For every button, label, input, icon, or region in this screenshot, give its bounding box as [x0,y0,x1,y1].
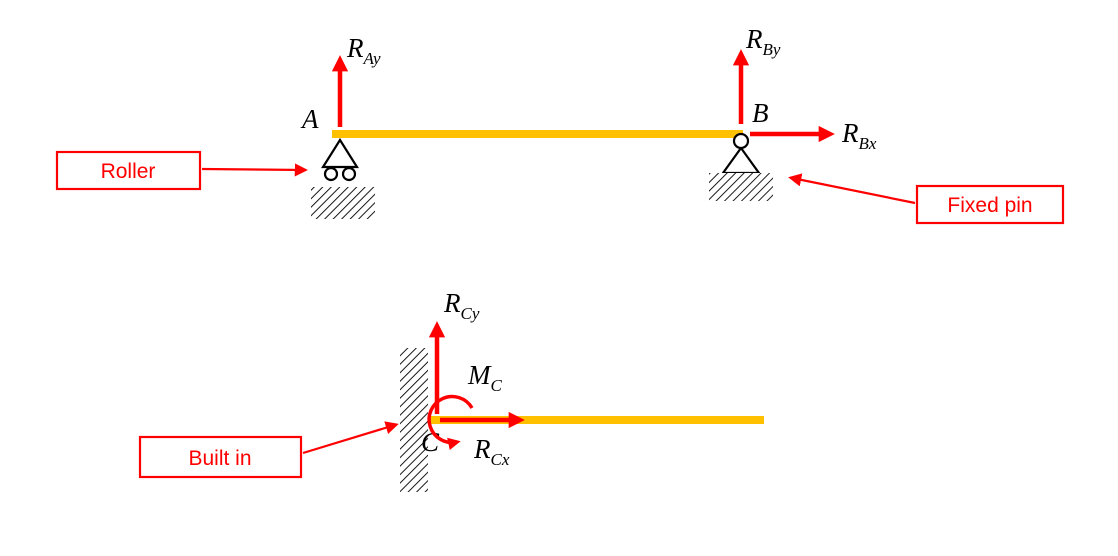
fixed-pin-callout-label: Fixed pin [947,194,1032,217]
roller-wheel-left [323,166,339,182]
reaction-cy-label: RCy [443,288,480,323]
built-in-callout-box [138,435,303,479]
beam-ab [332,130,743,138]
built-in-callout-label: Built in [188,447,251,470]
point-a-label: A [300,104,319,134]
wall-hatch [400,348,428,492]
beam-c [428,416,764,424]
fixed-pin-support [709,132,773,201]
simply-supported-beam-diagram: A RAy B RBy [55,24,1065,225]
roller-callout-arrow [201,163,308,177]
roller-callout-box [55,150,202,191]
reaction-by-label: RBy [745,24,781,59]
moment-c-label: MC [467,360,503,395]
pin-circle [732,132,750,150]
reaction-bx-label: RBx [841,118,877,153]
fixed-pin-callout-arrow [788,173,916,205]
reaction-ay-label: RAy [346,33,381,68]
ground-hatch-b [709,173,773,201]
fixed-pin-callout-box [915,184,1065,225]
roller-wheel-right [341,166,357,182]
roller-callout-label: Roller [101,160,156,183]
built-in-callout-arrow [302,421,399,455]
roller-triangle [321,137,359,169]
roller-support [311,137,375,219]
cantilever-beam-diagram: C RCy RCx MC Built in [138,288,764,492]
ground-hatch-a [311,187,375,219]
fixed-pin-callout: Fixed pin [788,173,1065,225]
roller-callout: Roller [55,150,308,191]
point-b-label: B [752,98,769,128]
reaction-cx-label: RCx [473,434,510,469]
pin-triangle [720,146,762,175]
built-in-callout: Built in [138,421,399,479]
moment-c-arrow [427,394,474,451]
